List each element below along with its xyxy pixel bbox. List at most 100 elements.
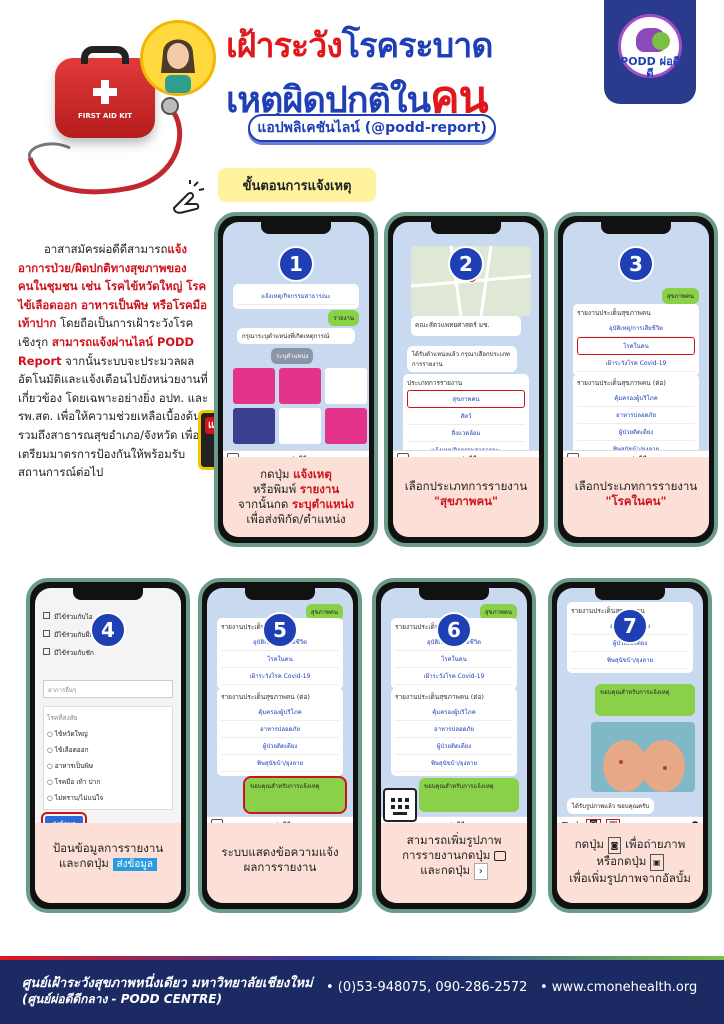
step-5-caption: ระบบแสดงข้อความแจ้งผลการรายงาน [207,823,353,903]
option-rabies[interactable]: พิษสุนัขบ้า/ยุงลาย [395,755,513,772]
steps-banner: ขั้นตอนการแจ้งเหตุ [218,168,376,202]
footer-center-name: ศูนย์เฝ้าระวังสุขภาพหนึ่งเดียว มหาวิทยาล… [22,976,313,991]
option-bedridden[interactable]: ผู้ป่วยติดเตียง [395,738,513,755]
option-bedridden[interactable]: ผู้ป่วยติดเตียง [577,424,695,441]
phone-screen: 6 สุขภาพคน รายงานประเด็นสุขภาพคน อุบัติเ… [381,588,527,903]
checkbox-fever-rash[interactable]: มีไข้ร่วมกับผื่น [43,626,94,644]
keyboard-icon-small [493,850,506,861]
option-bedridden[interactable]: ผู้ป่วยติดเตียง [221,738,339,755]
sick-person-icon [140,20,216,96]
option-covid[interactable]: เฝ้าระวังโรค Covid-19 [395,668,513,685]
option-human-disease[interactable]: โรคในคน [577,337,695,355]
stethoscope-icon [27,97,183,195]
footer-phone: • (0)53-948075, 090-286-2572 [326,980,528,995]
intro-paragraph: อาสาสมัครผ่อดีดีสามารถแจ้งอาการป่วย/ผิดป… [18,242,209,480]
step-number-7: 7 [612,608,648,644]
step-number-4: 4 [90,612,126,648]
human-health-card-2: รายงานประเด็นสุขภาพคน (ต่อ) คุ้มครองผู้บ… [573,374,699,462]
keyboard-icon[interactable] [383,788,417,822]
footer-website[interactable]: • www.cmonehealth.org [540,980,698,995]
menu-card: แจ้งเหตุ/กิจกรรมสาธารณะ [233,284,359,309]
logo-leaf-icon [652,32,670,50]
phone-step-3: 3 สุขภาพคน รายงานประเด็นสุขภาพคน อุบัติเ… [554,212,718,547]
option-covid[interactable]: เฝ้าระวังโรค Covid-19 [577,355,695,372]
phone-screen: 5 สุขภาพคน รายงานประเด็นสุขภาพคน อุบัติเ… [207,588,353,903]
option-rabies[interactable]: พิษสุนัขบ้า/ยุงลาย [221,755,339,772]
step-number-3: 3 [618,246,654,282]
phone-screen: รายงานประเด็นสุขภาพคน อาหารปลอดภัย ผู้ป่… [557,588,703,903]
phone-step-7: รายงานประเด็นสุขภาพคน อาหารปลอดภัย ผู้ป่… [548,578,712,913]
chat-bubble-photo-received: ได้รับรูปภาพแล้ว ขอบคุณครับ [567,798,655,814]
option-consumer[interactable]: คุ้มครองผู้บริโภค [221,704,339,721]
option-human-disease[interactable]: โรคในคน [221,651,339,668]
option-rabies[interactable]: พิษสุนัขบ้า/ยุงลาย [571,652,689,669]
footer-stripe [0,956,724,962]
thank-you-bubble: ขอบคุณสำหรับการแจ้งเหตุ [419,778,519,812]
step-number-1: 1 [278,246,314,282]
locate-button[interactable]: ระบุตำแหน่ง [271,348,314,364]
title-line-1: เฝ้าระวังโรคระบาด [226,26,493,66]
human-health-card: รายงานประเด็นสุขภาพคน อุบัติเหตุ/การเสีย… [573,304,699,376]
step-number-5: 5 [262,612,298,648]
gallery-icon-small: ▣ [650,854,664,871]
option-animal[interactable]: สัตว์ [407,408,525,425]
chat-bubble-location-prompt: กรุณาระบุตำแหน่งที่เกิดเหตุการณ์ [237,328,355,344]
logo-text: PODD ผ่อดีดี [620,55,680,80]
phone-screen: 1 แจ้งเหตุ/กิจกรรมสาธารณะ รายงาน กรุณาระ… [223,222,369,537]
human-health-card-2: รายงานประเด็นสุขภาพคน (ต่อ) คุ้มครองผู้บ… [217,688,343,776]
option-food-safety[interactable]: อาหารปลอดภัย [577,407,695,424]
option-covid[interactable]: เฝ้าระวังโรค Covid-19 [221,668,339,685]
radio-dengue[interactable]: ○ ไข้เลือดออก [47,746,89,754]
phone-step-6: 6 สุขภาพคน รายงานประเด็นสุขภาพคน อุบัติเ… [372,578,536,913]
option-human-health[interactable]: สุขภาพคน [407,390,525,408]
first-aid-kit-icon: FIRST AID KIT [55,46,155,138]
step-6-caption: สามารถเพิ่มรูปภาพการรายงานกดปุ่ม และกดปุ… [381,823,527,903]
step-1-caption: กดปุ่ม แจ้งเหตุหรือพิมพ์ รายงานจากนั้นกด… [223,457,369,537]
radio-food-poisoning[interactable]: ○ อาหารเป็นพิษ [47,762,94,770]
option-consumer[interactable]: คุ้มครองผู้บริโภค [577,390,695,407]
phone-screen: 3 สุขภาพคน รายงานประเด็นสุขภาพคน อุบัติเ… [563,222,709,537]
checkbox-fever-cough[interactable]: มีไข้ร่วมกับไอ [43,608,94,626]
radio-hfmd[interactable]: ○ โรคมือ เท้า ปาก [47,778,101,786]
chat-bubble-human-health: สุขภาพคน [661,288,699,304]
human-health-card-2: รายงานประเด็นสุขภาพคน (ต่อ) คุ้มครองผู้บ… [391,688,517,776]
phone-step-5: 5 สุขภาพคน รายงานประเด็นสุขภาพคน อุบัติเ… [198,578,362,913]
kit-label: FIRST AID KIT [77,112,133,120]
step-2-caption: เลือกประเภทการรายงาน"สุขภาพคน" [393,457,539,537]
public-activity-option[interactable]: แจ้งเหตุ/กิจกรรมสาธารณะ [237,288,355,305]
phone-step-1: 1 แจ้งเหตุ/กิจกรรมสาธารณะ รายงาน กรุณาระ… [214,212,378,547]
other-symptom-input[interactable]: อาการอื่นๆ [43,680,173,698]
step-3-caption: เลือกประเภทการรายงาน"โรคในคน" [563,457,709,537]
uploaded-photo[interactable] [591,722,695,792]
step-4-caption: ป้อนข้อมูลการรายงานและกดปุ่ม ส่งข้อมูล [35,823,181,903]
chat-bubble-human-health: สุขภาพคน [479,604,517,620]
radio-unknown[interactable]: ○ ไม่ทราบ/ไม่แน่ใจ [47,794,104,802]
option-consumer[interactable]: คุ้มครองผู้บริโภค [395,704,513,721]
chat-bubble-select-type: ได้รับตำแหน่งแล้ว กรุณาเลือกประเภทการราย… [407,346,517,372]
option-accident[interactable]: อุบัติเหตุ/การเสียชีวิต [577,320,695,337]
option-food-safety[interactable]: อาหารปลอดภัย [221,721,339,738]
step-7-caption: กดปุ่ม ◙ เพื่อถ่ายภาพหรือกดปุ่ม ▣เพื่อเพ… [557,823,703,903]
checkbox-fever-seizure[interactable]: มีไข้ร่วมกับชัก [43,644,94,662]
phone-step-4: 4 มีไข้ร่วมกับไอ มีไข้ร่วมกับผื่น มีไข้ร… [26,578,190,913]
option-environment[interactable]: สิ่งแวดล้อม [407,425,525,442]
camera-icon-small: ◙ [607,837,622,854]
footer [0,960,724,1024]
suspected-disease-radio-group: โรคที่สงสัย ○ ไข้หวัดใหญ่ ○ ไข้เลือดออก … [43,706,173,810]
phone-step-2: 2 คณะสัตวแพทยศาสตร์ มช. ได้รับตำแหน่งแล้… [384,212,548,547]
app-name-pill: แอปพลิเคชันไลน์ (@podd-report) [248,114,496,142]
thank-you-bubble: ขอบคุณสำหรับการแจ้งเหตุ [595,684,695,716]
rich-menu-grid[interactable] [233,368,367,448]
radio-flu[interactable]: ○ ไข้หวัดใหญ่ [47,730,88,738]
phone-screen: 2 คณะสัตวแพทยศาสตร์ มช. ได้รับตำแหน่งแล้… [393,222,539,537]
thank-you-bubble: ขอบคุณสำหรับการแจ้งเหตุ [243,776,347,814]
symptom-checklist: มีไข้ร่วมกับไอ มีไข้ร่วมกับผื่น มีไข้ร่ว… [43,608,94,662]
pointing-hand-icon [172,180,205,214]
chevron-right-icon: › [473,863,488,880]
step-number-6: 6 [436,612,472,648]
option-food-safety[interactable]: อาหารปลอดภัย [395,721,513,738]
step-number-2: 2 [448,246,484,282]
phone-screen: 4 มีไข้ร่วมกับไอ มีไข้ร่วมกับผื่น มีไข้ร… [35,588,181,903]
footer-center-subname: (ศูนย์ผ่อดีดีกลาง - PODD CENTRE) [22,992,222,1006]
option-human-disease[interactable]: โรคในคน [395,651,513,668]
